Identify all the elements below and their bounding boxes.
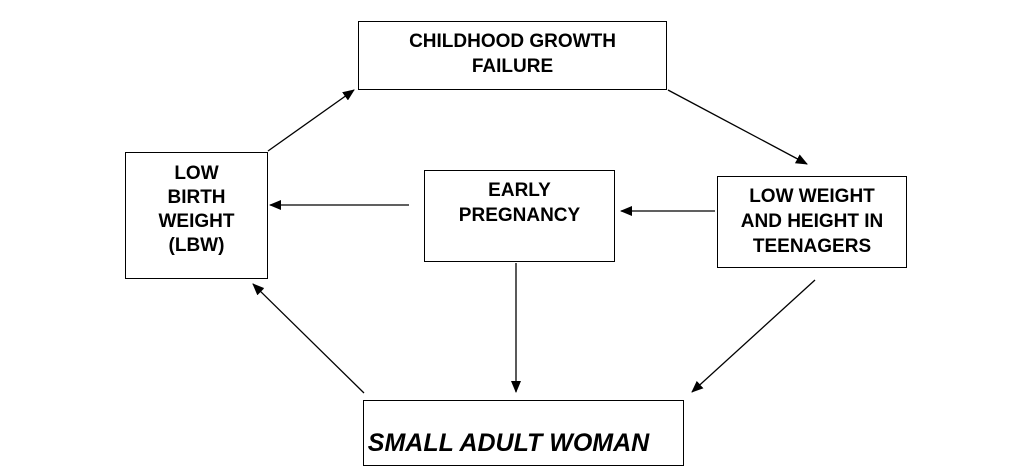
node-label-line: SMALL ADULT WOMAN: [367, 429, 650, 457]
node-low-birth-weight: LOW BIRTH WEIGHT (LBW): [125, 152, 268, 279]
node-label-line: AND HEIGHT IN: [740, 211, 884, 232]
node-label-line: CHILDHOOD GROWTH: [409, 31, 616, 52]
node-label-line: PREGNANCY: [458, 205, 581, 226]
node-label-line: FAILURE: [471, 56, 554, 77]
arrow-childhood-to-teenagers: [667, 89, 808, 165]
node-small-adult-woman: SMALL ADULT WOMAN: [363, 400, 684, 466]
node-label-line: LOW: [174, 163, 219, 184]
node-label-line: WEIGHT: [158, 211, 235, 232]
node-label-line: (LBW): [168, 235, 225, 256]
arrow-teenagers-to-small: [691, 279, 816, 393]
node-childhood-growth-failure: CHILDHOOD GROWTH FAILURE: [358, 21, 667, 90]
node-low-weight-height-teenagers: LOW WEIGHT AND HEIGHT IN TEENAGERS: [717, 176, 907, 268]
node-early-pregnancy: EARLY PREGNANCY: [424, 170, 615, 262]
node-label-line: LOW WEIGHT: [749, 186, 875, 207]
node-label-line: BIRTH: [167, 187, 226, 208]
arrow-small-to-lbw: [252, 283, 365, 394]
arrow-lbw-to-childhood: [267, 89, 355, 152]
node-label-line: EARLY: [488, 180, 551, 201]
node-label-line: TEENAGERS: [752, 236, 872, 257]
